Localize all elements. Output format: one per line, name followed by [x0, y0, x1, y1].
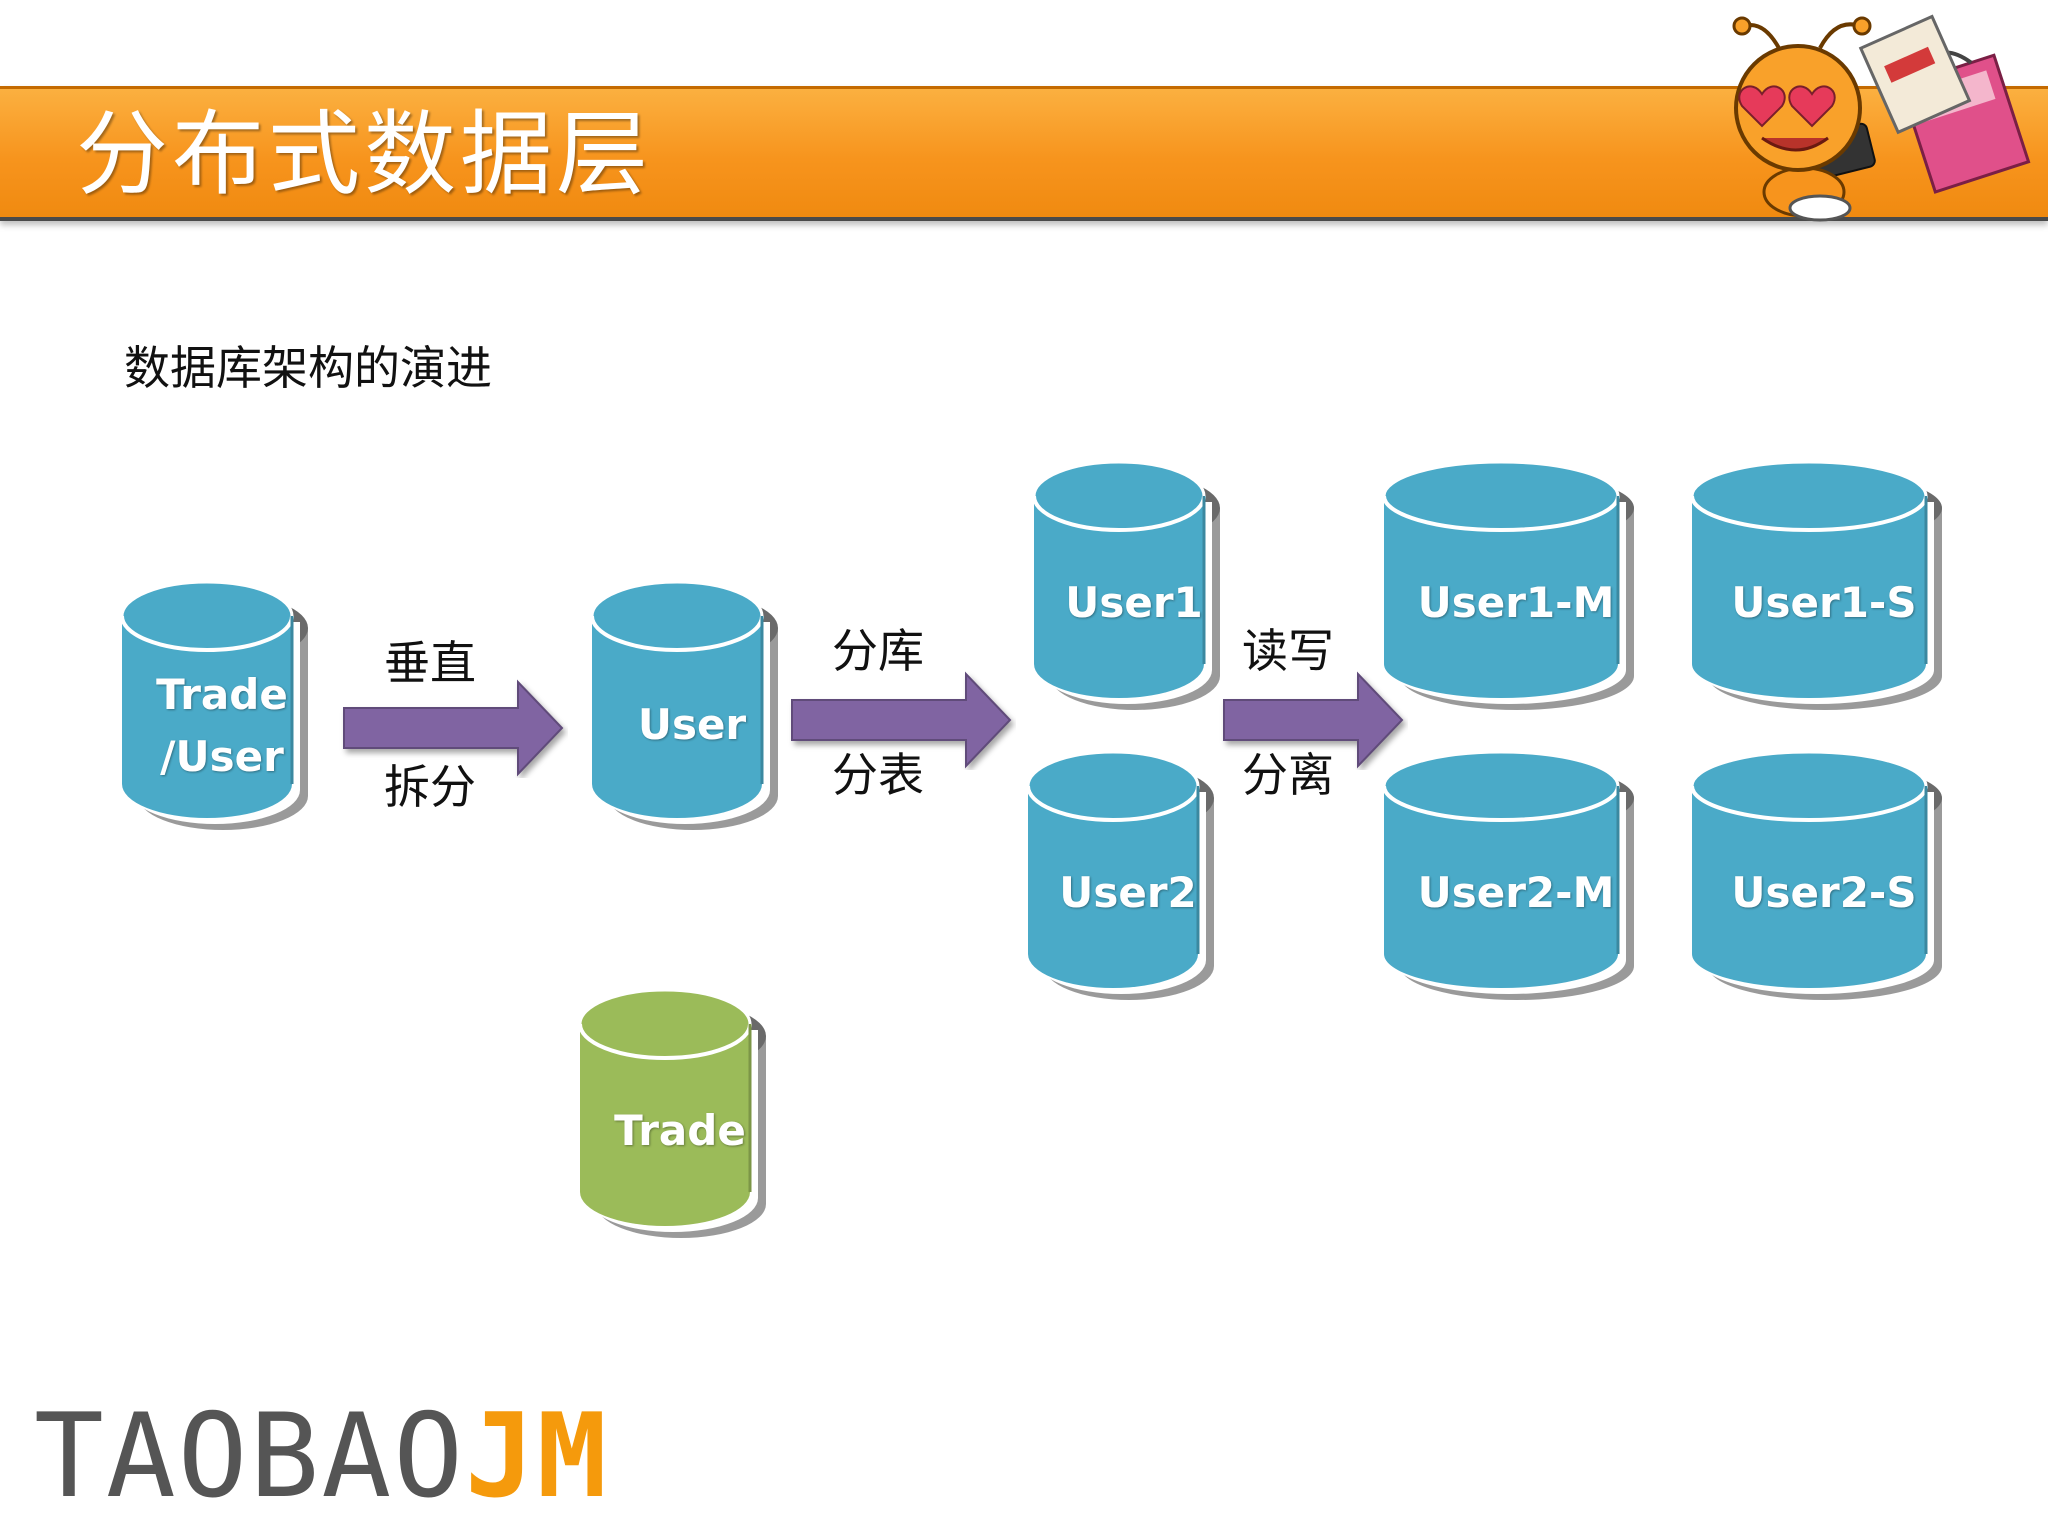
- database-cylinder-shape: [1026, 750, 1214, 1000]
- arrow-label-sharding: 分库 分表: [832, 624, 924, 802]
- database-trade: Trade: [578, 988, 780, 1238]
- database-label: User2-S: [1731, 868, 1917, 917]
- database-label: Trade: [614, 1106, 746, 1155]
- logo-part-jm: JM: [465, 1389, 609, 1524]
- diagram-subtitle: 数据库架构的演进: [124, 341, 492, 395]
- header-bar: [0, 86, 2048, 221]
- database-label: Trade /User: [156, 670, 288, 781]
- arrow-sharding: [791, 671, 1012, 769]
- database-cylinder-shape: [578, 988, 766, 1238]
- database-cylinder-shape: [1382, 460, 1634, 710]
- database-cylinder-shape: [1032, 460, 1220, 710]
- database-user: User: [590, 580, 792, 830]
- arrow-label-rw-split: 读写 分离: [1242, 624, 1334, 802]
- database-user1-s: User1-S: [1690, 460, 1956, 710]
- taobaojm-logo: TAOBAOJM: [34, 1392, 609, 1522]
- database-label: User2-M: [1417, 868, 1615, 917]
- logo-part-taobao: TAOBAO: [34, 1389, 466, 1524]
- arrow-vertical-split: [343, 679, 564, 777]
- database-user2-m: User2-M: [1382, 750, 1648, 1000]
- database-user2: User2: [1026, 750, 1228, 1000]
- arrow-rw-split: [1223, 671, 1404, 769]
- database-label: User1: [1065, 578, 1203, 627]
- database-cylinder-shape: [1690, 460, 1942, 710]
- database-label: User2: [1059, 868, 1197, 917]
- database-label: User1-S: [1731, 578, 1917, 627]
- arrow-label-vertical-split: 垂直 拆分: [384, 636, 476, 814]
- database-cylinder-shape: [1690, 750, 1942, 1000]
- page-title: 分布式数据层: [76, 101, 653, 208]
- database-cylinder-shape: [590, 580, 778, 830]
- database-user2-s: User2-S: [1690, 750, 1956, 1000]
- database-cylinder-shape: [1382, 750, 1634, 1000]
- database-trade-user: Trade /User: [120, 580, 322, 830]
- database-user1: User1: [1032, 460, 1234, 710]
- database-label: User1-M: [1417, 578, 1615, 627]
- database-label: User: [637, 700, 747, 749]
- database-cylinder-shape: [120, 580, 308, 830]
- ant-mascot-icon: [1732, 14, 2031, 222]
- database-user1-m: User1-M: [1382, 460, 1648, 710]
